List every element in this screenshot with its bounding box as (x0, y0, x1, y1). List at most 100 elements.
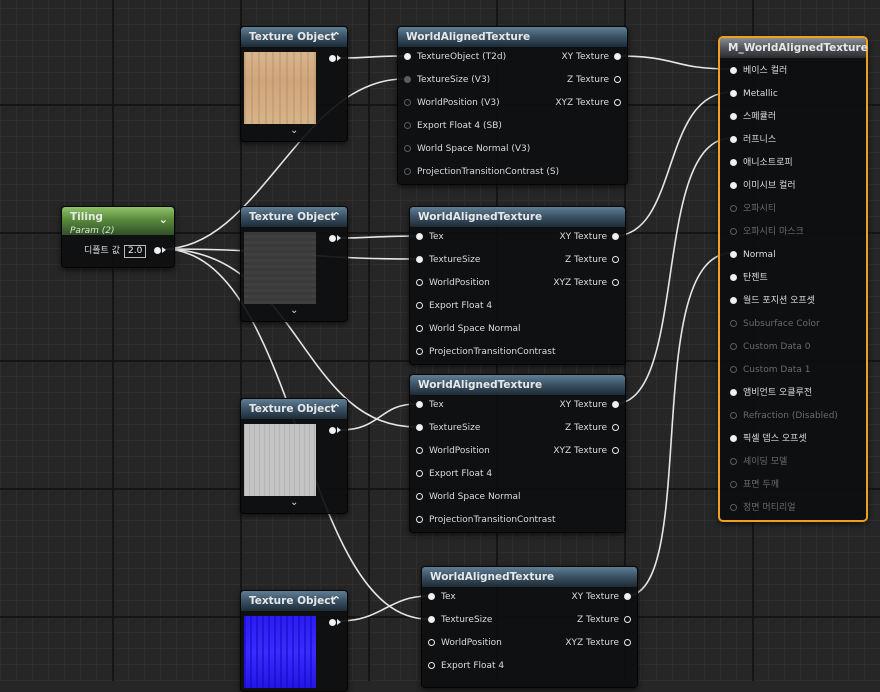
chevron-down-icon[interactable]: ⌄ (290, 305, 299, 316)
pin-dot-icon[interactable] (404, 122, 411, 129)
output-pin-z-texture[interactable]: Z Texture (565, 422, 619, 434)
pin-dot-icon[interactable] (730, 389, 737, 396)
pin-dot-icon[interactable] (329, 619, 336, 626)
wire-tiling-wat3-size[interactable] (162, 248, 417, 428)
pin-dot-icon[interactable] (416, 302, 423, 309)
pin-dot-icon[interactable] (614, 99, 621, 106)
wire-tex1-wat1[interactable] (340, 55, 405, 59)
output-pin-z-texture[interactable]: Z Texture (567, 74, 621, 86)
pin-dot-icon[interactable] (416, 424, 423, 431)
pin-dot-icon[interactable] (612, 256, 619, 263)
pin-dot-icon[interactable] (416, 256, 423, 263)
wire-tex4-wat4[interactable] (340, 595, 429, 622)
input-pin-world-position[interactable]: WorldPosition (416, 445, 490, 457)
output-pin-z-texture[interactable]: Z Texture (565, 254, 619, 266)
chevron-up-icon[interactable]: ⌃ (331, 210, 341, 223)
output-pin-xy-texture[interactable]: XY Texture (560, 399, 619, 411)
output-pin-z-texture[interactable]: Z Texture (577, 614, 631, 626)
output-pin-xy-texture[interactable]: XY Texture (562, 51, 621, 63)
wire-wat2-metallic[interactable] (613, 91, 733, 237)
pin-dot-icon[interactable] (416, 348, 423, 355)
pin-dot-icon[interactable] (404, 99, 411, 106)
pin-dot-icon[interactable] (404, 168, 411, 175)
pin-dot-icon[interactable] (404, 53, 411, 60)
world-aligned-texture-node-3[interactable]: WorldAlignedTexture Tex TextureSize Worl… (409, 374, 626, 533)
pin-dot-icon[interactable] (416, 279, 423, 286)
input-pin-tex[interactable]: Tex (428, 591, 456, 603)
pin-dot-icon[interactable] (416, 401, 423, 408)
tiling-node-header[interactable]: Tiling Param (2) ⌄ (62, 207, 174, 236)
wat-node-header[interactable]: WorldAlignedTexture (422, 567, 637, 587)
material-input-pin[interactable]: Normal (730, 249, 776, 261)
input-pin-world-space-normal[interactable]: World Space Normal (416, 323, 521, 335)
input-pin-projection-contrast[interactable]: ProjectionTransitionContrast (416, 514, 555, 526)
output-pin-xyz-texture[interactable]: XYZ Texture (555, 97, 621, 109)
output-pin-xy-texture[interactable]: XY Texture (560, 231, 619, 243)
wire-wat4-normal[interactable] (625, 252, 733, 597)
pin-dot-icon[interactable] (428, 616, 435, 623)
pin-dot-icon[interactable] (404, 145, 411, 152)
chevron-down-icon[interactable]: ⌄ (290, 125, 299, 136)
pin-dot-icon[interactable] (416, 493, 423, 500)
pin-dot-icon[interactable] (612, 279, 619, 286)
texture-output-pin[interactable] (329, 53, 341, 65)
output-pin-xyz-texture[interactable]: XYZ Texture (565, 637, 631, 649)
texture-object-node-3[interactable]: Texture Object⌃ ⌄ (240, 398, 348, 514)
input-pin-projection-contrast[interactable]: ProjectionTransitionContrast (416, 346, 555, 358)
pin-dot-icon[interactable] (730, 182, 737, 189)
wire-wat1-basecolor[interactable] (616, 55, 733, 70)
pin-dot-icon[interactable] (154, 247, 162, 254)
chevron-down-icon[interactable]: ⌄ (158, 213, 168, 226)
pin-dot-icon[interactable] (730, 90, 737, 97)
pin-dot-icon[interactable] (730, 251, 737, 258)
wat-node-header[interactable]: WorldAlignedTexture (410, 375, 625, 395)
world-aligned-texture-node-1[interactable]: WorldAlignedTexture TextureObject (T2d) … (397, 26, 628, 185)
wire-tex3-wat3[interactable] (340, 403, 417, 431)
material-input-pin[interactable]: 탄젠트 (730, 272, 768, 284)
pin-dot-icon[interactable] (730, 274, 737, 281)
texture-output-pin[interactable] (329, 425, 341, 437)
input-pin-export-float4[interactable]: Export Float 4 (416, 300, 492, 312)
input-pin-world-position[interactable]: WorldPosition (V3) (404, 97, 500, 109)
material-input-pin[interactable]: 이미시브 컬러 (730, 180, 796, 192)
pin-dot-icon[interactable] (416, 516, 423, 523)
pin-dot-icon[interactable] (329, 427, 336, 434)
texture-object-header[interactable]: Texture Object⌃ (241, 207, 347, 227)
material-input-pin[interactable]: 픽셀 뎁스 오프셋 (730, 433, 807, 445)
material-input-pin[interactable]: 월드 포지션 오프셋 (730, 295, 815, 307)
wire-tiling-wat1-size[interactable] (162, 78, 405, 250)
wire-tex2-wat2[interactable] (340, 235, 417, 239)
texture-object-node-1[interactable]: Texture Object⌃ ⌄ (240, 26, 348, 142)
wat-node-header[interactable]: WorldAlignedTexture (398, 27, 627, 47)
material-input-pin[interactable]: 애니소트로피 (730, 157, 793, 169)
pin-dot-icon[interactable] (730, 435, 737, 442)
pin-dot-icon[interactable] (612, 447, 619, 454)
input-pin-world-position[interactable]: WorldPosition (428, 637, 502, 649)
material-input-pin[interactable]: 스페큘러 (730, 111, 776, 123)
input-pin-texture-size[interactable]: TextureSize (416, 254, 480, 266)
input-pin-tex[interactable]: Tex (416, 231, 444, 243)
pin-dot-icon[interactable] (428, 639, 435, 646)
pin-dot-icon[interactable] (624, 616, 631, 623)
pin-dot-icon[interactable] (730, 67, 737, 74)
texture-output-pin[interactable] (329, 617, 341, 629)
texture-output-pin[interactable] (329, 233, 341, 245)
texture-object-header[interactable]: Texture Object⌃ (241, 27, 347, 47)
pin-dot-icon[interactable] (612, 401, 619, 408)
input-pin-texture-size[interactable]: TextureSize (V3) (404, 74, 490, 86)
material-input-pin[interactable]: 베이스 컬러 (730, 65, 787, 77)
pin-dot-icon[interactable] (730, 113, 737, 120)
pin-dot-icon[interactable] (730, 297, 737, 304)
pin-dot-icon[interactable] (624, 639, 631, 646)
material-input-pin[interactable]: 앰비언트 오클루전 (730, 387, 812, 399)
texture-object-header[interactable]: Texture Object⌃ (241, 591, 347, 611)
pin-dot-icon[interactable] (416, 233, 423, 240)
pin-dot-icon[interactable] (730, 136, 737, 143)
texture-object-node-4[interactable]: Texture Object⌃ (240, 590, 348, 692)
input-pin-world-position[interactable]: WorldPosition (416, 277, 490, 289)
pin-dot-icon[interactable] (612, 424, 619, 431)
world-aligned-texture-node-4[interactable]: WorldAlignedTexture Tex TextureSize Worl… (421, 566, 638, 688)
